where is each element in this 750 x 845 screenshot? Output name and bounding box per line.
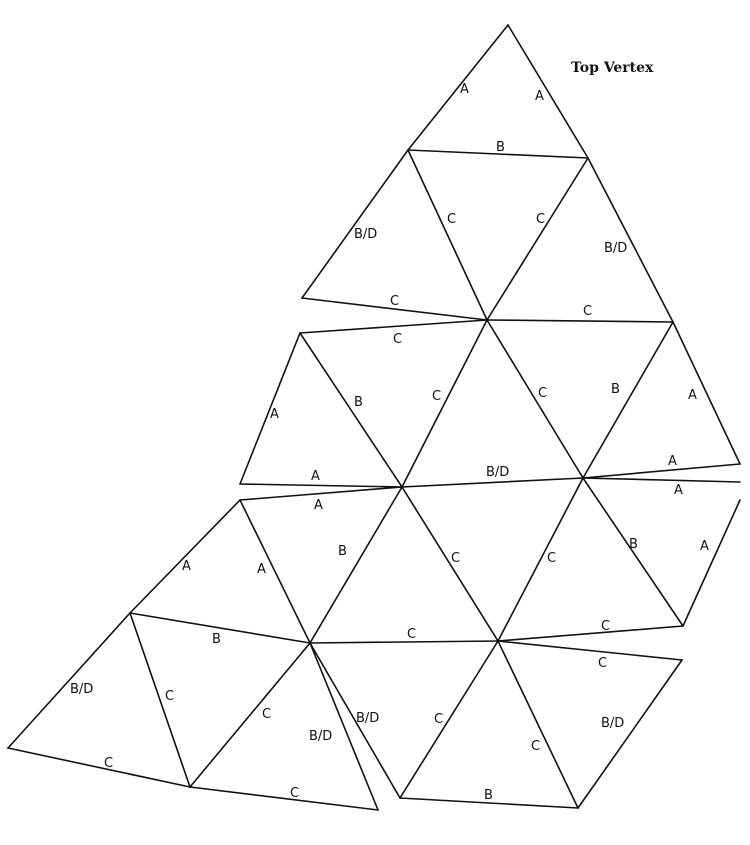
- edge-label: A: [668, 454, 677, 469]
- edge-label: C: [407, 627, 416, 642]
- edge-label: B/D: [354, 227, 377, 242]
- edge: [299, 332, 403, 488]
- edge-label: C: [290, 786, 299, 801]
- edge-label: B/D: [309, 729, 332, 744]
- edge-label: C: [547, 551, 556, 566]
- diagram-title: Top Vertex: [571, 60, 654, 76]
- edge: [309, 640, 499, 644]
- edge: [239, 499, 311, 644]
- edge-label: C: [393, 332, 402, 347]
- edge-label: C: [262, 707, 271, 722]
- edge: [301, 149, 409, 299]
- edge-label: C: [432, 389, 441, 404]
- edge: [507, 24, 589, 159]
- edge-label: B: [611, 382, 620, 397]
- edge-label: A: [182, 559, 191, 574]
- edge: [486, 319, 584, 479]
- edge: [582, 477, 741, 483]
- edge: [309, 642, 401, 799]
- edge: [497, 640, 683, 661]
- edge-label: B: [354, 395, 363, 410]
- edge-label: C: [601, 619, 610, 634]
- edge-label: C: [531, 739, 540, 754]
- edge: [399, 640, 499, 799]
- edge-label: C: [104, 756, 113, 771]
- edge-label: A: [257, 562, 266, 577]
- edge: [486, 157, 589, 321]
- edge: [309, 486, 403, 644]
- net-labels: Top Vertex A A B C C B/D B/D C C C A B C…: [70, 60, 709, 803]
- edge-label: C: [390, 294, 399, 309]
- edge-label: C: [434, 712, 443, 727]
- edge-label: B: [496, 140, 505, 155]
- edge: [129, 612, 191, 788]
- edge-label: A: [674, 483, 683, 498]
- edge-label: C: [447, 212, 456, 227]
- edge-label: C: [451, 551, 460, 566]
- edge: [129, 499, 241, 614]
- edge: [239, 332, 301, 485]
- edge: [7, 747, 191, 788]
- net-edges: [7, 24, 741, 811]
- edge: [299, 319, 488, 334]
- edge: [582, 463, 741, 479]
- edge: [672, 321, 741, 465]
- edge: [497, 477, 584, 642]
- edge: [239, 483, 403, 488]
- edge: [497, 625, 684, 642]
- edge: [401, 319, 488, 488]
- edge: [7, 612, 131, 749]
- edge: [682, 499, 741, 627]
- edge-label: B: [484, 788, 493, 803]
- edge: [301, 297, 488, 321]
- edge-label: B/D: [604, 241, 627, 256]
- edge: [189, 786, 379, 811]
- edge: [582, 321, 674, 479]
- edge-label: B/D: [70, 682, 93, 697]
- edge: [401, 477, 584, 488]
- edge-label: A: [270, 407, 279, 422]
- edge: [587, 157, 674, 323]
- edge: [497, 640, 579, 809]
- edge-label: A: [460, 82, 469, 97]
- edge: [407, 24, 509, 151]
- edge: [582, 477, 684, 627]
- edge: [309, 642, 379, 811]
- edge-label: C: [598, 656, 607, 671]
- edge-label: B/D: [356, 711, 379, 726]
- edge-label: B: [629, 537, 638, 552]
- edge: [239, 486, 403, 501]
- edge: [407, 149, 589, 159]
- edge: [486, 319, 674, 323]
- edge: [399, 797, 579, 809]
- edge-label: C: [536, 212, 545, 227]
- edge: [577, 659, 683, 809]
- edge-label: A: [700, 539, 709, 554]
- edge-label: B/D: [486, 465, 509, 480]
- edge-label: B: [338, 544, 347, 559]
- edge: [407, 149, 488, 321]
- edge-label: B/D: [601, 716, 624, 731]
- edge: [189, 642, 311, 788]
- edge: [401, 486, 499, 642]
- edge-label: A: [314, 498, 323, 513]
- edge-label: A: [688, 388, 697, 403]
- edge-label: A: [311, 469, 320, 484]
- edge-label: C: [538, 386, 547, 401]
- edge-label: B: [212, 632, 221, 647]
- edge: [129, 612, 311, 644]
- edge-label: C: [165, 689, 174, 704]
- edge-label: C: [583, 304, 592, 319]
- edge-label: A: [535, 89, 544, 104]
